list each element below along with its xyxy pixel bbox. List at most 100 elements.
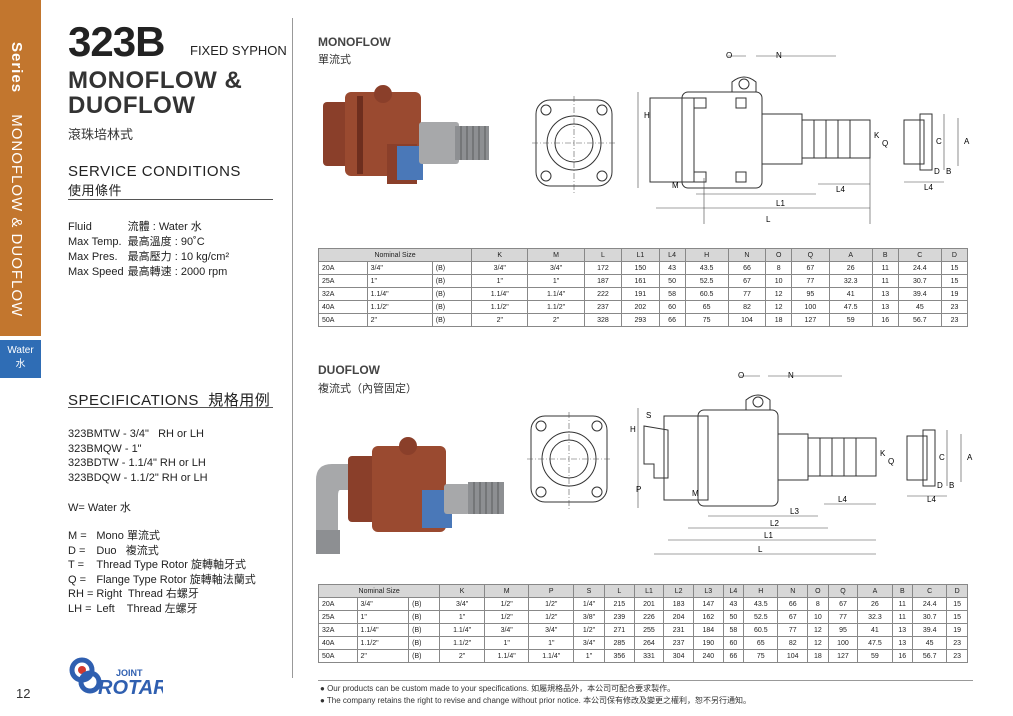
table-cell: 100 — [827, 636, 859, 650]
monoflow-side-view-drawing: O N H K Q L4 L1 L M — [637, 51, 888, 224]
medium-label: Water — [7, 345, 34, 356]
column-header: M — [483, 584, 530, 598]
dim-label-l2: L2 — [770, 519, 779, 528]
table-cell: 66 — [658, 313, 686, 327]
page-title: MONOFLOW & DUOFLOW — [68, 68, 242, 118]
series-label: Series — [8, 42, 25, 94]
duoflow-front-view-drawing — [527, 412, 611, 510]
dim-label-l1: L1 — [764, 531, 773, 540]
table-cell: 264 — [633, 636, 665, 650]
company-logo: JOINT ROTARY — [68, 656, 182, 705]
table-cell: 77 — [791, 274, 830, 288]
dim-label-c: C — [939, 453, 945, 462]
table-cell: 127 — [827, 649, 859, 663]
specifications-heading: SPECIFICATIONS 規格用例 — [68, 389, 270, 410]
table-cell: 58 — [658, 287, 686, 301]
table-cell: 12 — [807, 623, 829, 637]
table-cell: 285 — [603, 636, 635, 650]
column-header: L4 — [722, 584, 745, 598]
condition-row: Max Temp.最高溫度 : 90˚C — [68, 235, 233, 250]
dim-label-o: O — [738, 371, 744, 380]
dim-label-p: P — [636, 485, 641, 494]
table-cell: 3/4" — [356, 597, 410, 611]
table-cell: (B) — [408, 623, 441, 637]
water-code-key: W= — [68, 502, 85, 514]
model-code: 323BDTW - 1.1/4" RH or LH — [68, 457, 206, 469]
table-cell: (B) — [408, 597, 441, 611]
table-cell: 2" — [527, 313, 585, 327]
table-cell: 20A — [318, 597, 358, 611]
footer-note: ● Our products can be custom made to you… — [320, 684, 676, 693]
table-cell: 104 — [727, 313, 767, 327]
dim-label-k: K — [880, 449, 886, 458]
condition-value: 流體 : Water 水 — [127, 221, 202, 233]
column-header: K — [471, 248, 529, 262]
footer-note-text: Our products can be custom made to your … — [327, 684, 676, 693]
condition-value: 最高溫度 : 90˚C — [127, 236, 205, 248]
table-cell: 60 — [722, 636, 745, 650]
table-cell: 32.3 — [828, 274, 873, 288]
dim-label-m: M — [692, 489, 699, 498]
divider — [68, 407, 273, 408]
table-cell: 19 — [940, 287, 969, 301]
table-cell: 271 — [603, 623, 635, 637]
dim-label-q: Q — [882, 139, 888, 148]
table-cell: 240 — [692, 649, 724, 663]
table-cell: 45 — [897, 300, 942, 314]
table-cell: 30.7 — [912, 610, 948, 624]
column-header: D — [946, 584, 968, 598]
table-cell: 95 — [827, 623, 859, 637]
table-cell: 226 — [633, 610, 665, 624]
table-cell: 12 — [765, 300, 793, 314]
table-cell: 32A — [318, 623, 358, 637]
table-cell: 95 — [791, 287, 830, 301]
dim-label-b: B — [949, 481, 954, 490]
code-key: RH = — [68, 588, 94, 600]
table-cell: 15 — [946, 597, 968, 611]
column-header: P — [528, 584, 575, 598]
table-cell: 43.5 — [684, 261, 729, 275]
table-cell: 47.5 — [828, 300, 873, 314]
table-cell: 77 — [727, 287, 767, 301]
duoflow-heading: DUOFLOW — [318, 363, 380, 377]
table-cell: 3/4" — [471, 261, 529, 275]
model-code: 323BMTW - 3/4" RH or LH — [68, 428, 204, 440]
table-cell: 304 — [663, 649, 694, 663]
table-cell: 1/4" — [573, 597, 605, 611]
column-divider — [292, 18, 293, 678]
table-cell: 15 — [940, 261, 969, 275]
dim-label-s: S — [646, 411, 651, 420]
table-cell: 8 — [807, 597, 829, 611]
table-cell: 100 — [791, 300, 830, 314]
table-cell: (B) — [431, 274, 473, 288]
table-cell: 10 — [807, 610, 829, 624]
table-cell: 293 — [621, 313, 660, 327]
table-cell: 10 — [765, 274, 793, 288]
dim-label-d: D — [934, 167, 940, 176]
table-cell: 40A — [318, 636, 358, 650]
code-key: M = — [68, 530, 87, 542]
table-cell: 1.1/2" — [527, 300, 585, 314]
footer-divider — [318, 680, 973, 681]
table-cell: 66 — [722, 649, 745, 663]
title-line-2: DUOFLOW — [68, 92, 196, 119]
table-cell: 1" — [356, 610, 410, 624]
duoflow-product-photo — [316, 437, 504, 554]
series-side-tab: Series MONOFLOW & DUOFLOW — [0, 0, 41, 336]
table-cell: 3/4" — [527, 261, 585, 275]
table-cell: 3/4" — [439, 597, 485, 611]
code-key: LH = — [68, 602, 92, 615]
column-header: L1 — [633, 584, 665, 598]
water-code: W= Water 水 — [68, 499, 131, 515]
table-cell: 13 — [891, 636, 914, 650]
table-cell: 77 — [777, 623, 809, 637]
column-header: Q — [827, 584, 859, 598]
table-cell: 65 — [743, 636, 779, 650]
